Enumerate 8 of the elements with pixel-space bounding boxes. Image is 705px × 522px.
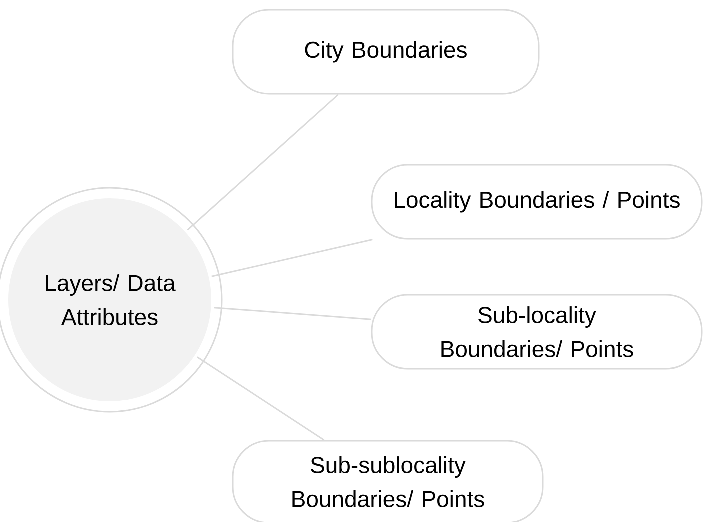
connector-line bbox=[214, 307, 372, 320]
rounded-box: Locality Boundaries / Points bbox=[371, 164, 703, 240]
connector-line bbox=[187, 94, 339, 231]
rounded-box: City Boundaries bbox=[232, 9, 540, 95]
connector-line bbox=[212, 239, 373, 278]
rounded-box: Sub-sublocality Boundaries/ Points bbox=[232, 440, 544, 522]
rounded-box: Sub-locality Boundaries/ Points bbox=[371, 294, 703, 370]
connector-line bbox=[197, 356, 325, 441]
